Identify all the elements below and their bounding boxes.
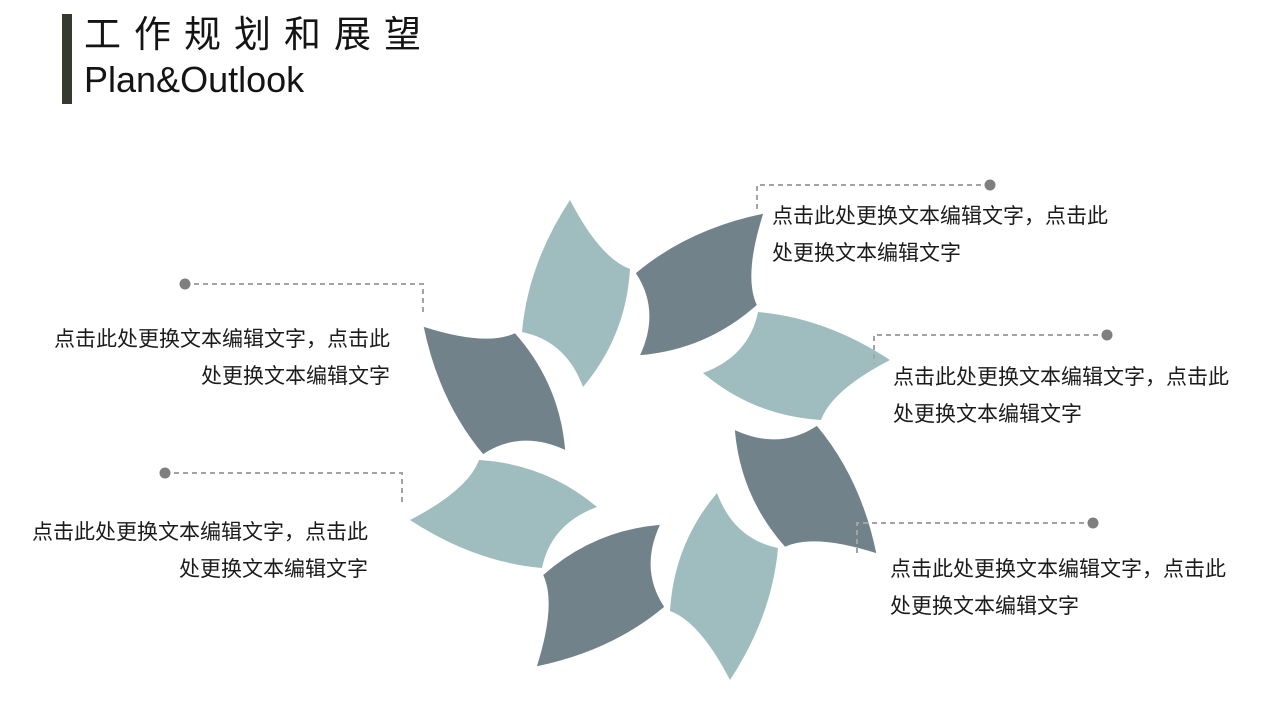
leader-dot-middle-left (179, 278, 191, 290)
pinwheel-petal-4 (734, 425, 877, 554)
pinwheel (410, 200, 890, 680)
callout-text-line2: 处更换文本编辑文字 (201, 365, 390, 388)
pinwheel-petal-6 (536, 524, 665, 667)
leader-line-middle-right (873, 334, 1107, 364)
callout-text-line2: 处更换文本编辑文字 (893, 403, 1082, 426)
callout-middle-right[interactable]: 点击此处更换文本编辑文字，点击此 处更换文本编辑文字 (893, 359, 1273, 433)
callout-text-line1: 点击此处更换文本编辑文字，点击此 (54, 328, 390, 351)
callout-middle-left[interactable]: 点击此处更换文本编辑文字，点击此 处更换文本编辑文字 (20, 321, 390, 395)
callout-text-line1: 点击此处更换文本编辑文字，点击此 (893, 366, 1229, 389)
pinwheel-petal-5 (670, 493, 778, 680)
slide-title-cn: 工作规划和展望 (84, 14, 434, 55)
leader-line-bottom-right (856, 522, 1093, 553)
leader-dot-middle-right (1101, 329, 1113, 341)
callout-text-line2: 处更换文本编辑文字 (772, 242, 961, 265)
callout-text-line2: 处更换文本编辑文字 (179, 558, 368, 581)
slide-title-en: Plan&Outlook (84, 59, 305, 100)
pinwheel-petal-3 (703, 312, 890, 420)
leader-line-bottom-left (165, 472, 403, 503)
callout-text-line1: 点击此处更换文本编辑文字，点击此 (32, 521, 368, 544)
pinwheel-petal-2 (635, 213, 764, 356)
pinwheel-petal-7 (410, 460, 597, 568)
leader-line-middle-left (185, 283, 424, 314)
callout-text-line1: 点击此处更换文本编辑文字，点击此 (772, 205, 1108, 228)
callout-text-line1: 点击此处更换文本编辑文字，点击此 (890, 558, 1226, 581)
title-accent-bar (62, 14, 72, 104)
leader-dot-bottom-left (159, 467, 171, 479)
pinwheel-petal-1 (522, 200, 630, 387)
callout-bottom-left[interactable]: 点击此处更换文本编辑文字，点击此 处更换文本编辑文字 (0, 514, 368, 588)
leader-dot-bottom-right (1087, 517, 1099, 529)
leader-dot-top-right (984, 179, 996, 191)
callout-bottom-right[interactable]: 点击此处更换文本编辑文字，点击此 处更换文本编辑文字 (890, 551, 1270, 625)
callout-text-line2: 处更换文本编辑文字 (890, 595, 1079, 618)
callout-top-right[interactable]: 点击此处更换文本编辑文字，点击此 处更换文本编辑文字 (772, 198, 1152, 272)
pinwheel-petal-8 (423, 326, 566, 455)
